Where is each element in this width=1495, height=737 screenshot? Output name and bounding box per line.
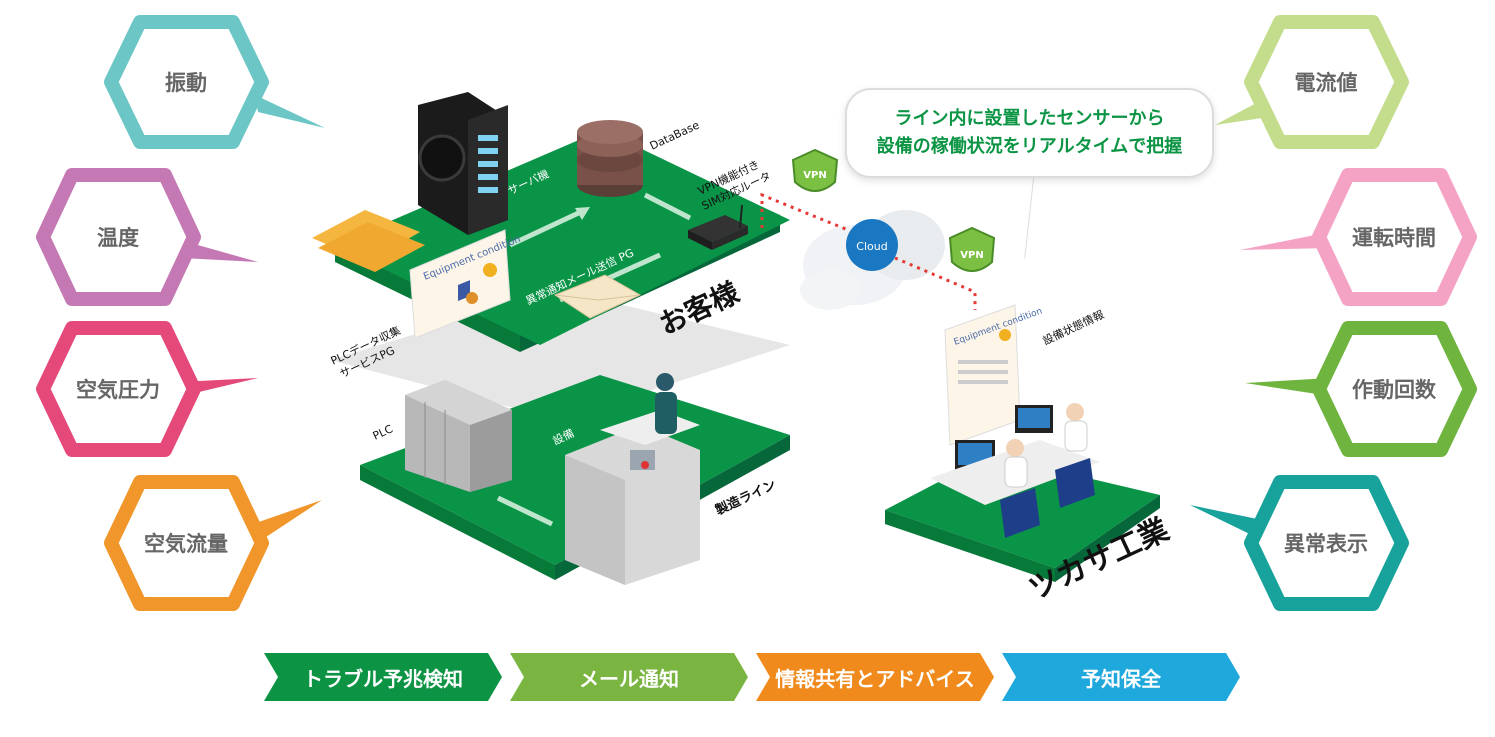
server-rack <box>418 92 508 235</box>
step-label-2: メール通知 <box>579 666 679 691</box>
manufacturing-equipment <box>565 410 700 585</box>
office-workers <box>930 403 1100 538</box>
cloud-label: Cloud <box>856 240 887 253</box>
hex-label-operation-count: 作動回数 <box>1352 378 1437 402</box>
factory-worker <box>655 373 677 434</box>
hex-vibration: 振動 <box>104 15 325 149</box>
bubble-line-2: 設備の稼働状況をリアルタイムで把握 <box>876 136 1183 157</box>
process-steps: トラブル予兆検知 メール通知 情報共有とアドバイス 予知保全 <box>264 653 1244 701</box>
hex-label-abnormal-display: 異常表示 <box>1284 532 1368 556</box>
hex-current: 電流値 <box>1215 15 1409 149</box>
speech-bubble: ライン内に設置したセンサーから 設備の稼働状況をリアルタイムで把握 <box>845 88 1214 178</box>
folder-icon <box>312 210 425 272</box>
hex-label-air-pressure: 空気圧力 <box>76 378 160 402</box>
speech-bubble-tail <box>1010 170 1034 260</box>
vpn-label-1: VPN <box>803 170 826 181</box>
mail-icon <box>553 274 642 319</box>
step-info-sharing: 情報共有とアドバイス <box>756 653 994 701</box>
step-predictive-maintenance: 予知保全 <box>1002 653 1240 701</box>
step-mail-notification: メール通知 <box>510 653 748 701</box>
database-icon <box>577 120 643 197</box>
vpn-connection-lines <box>760 192 977 310</box>
vpn-shield-1: VPN <box>791 148 839 192</box>
hex-label-current: 電流値 <box>1295 71 1358 95</box>
vpn-label-2: VPN <box>960 250 983 261</box>
step-label-4: 予知保全 <box>1081 666 1161 691</box>
vpn-shield-2: VPN <box>948 226 996 272</box>
status-info-label: 設備状態情報 <box>1040 307 1106 348</box>
database-label: DataBase <box>648 118 702 152</box>
hex-air-pressure: 空気圧力 <box>36 321 258 457</box>
plc-label: PLC <box>371 422 395 443</box>
hex-label-air-flow: 空気流量 <box>144 532 228 556</box>
hex-temperature: 温度 <box>36 168 258 306</box>
hex-label-vibration: 振動 <box>165 71 207 95</box>
step-label-3: 情報共有とアドバイス <box>775 666 975 691</box>
hex-air-flow: 空気流量 <box>104 475 322 611</box>
hex-operation-count: 作動回数 <box>1245 321 1477 457</box>
hex-label-operating-time: 運転時間 <box>1352 226 1436 250</box>
cloud-icon: Cloud <box>800 210 945 310</box>
plc-cabinets <box>405 380 512 492</box>
bubble-line-1: ライン内に設置したセンサーから <box>894 108 1165 129</box>
router-icon <box>688 204 748 250</box>
hex-operating-time: 運転時間 <box>1240 168 1477 306</box>
flow-arrow-lower <box>496 495 554 527</box>
step-label-1: トラブル予兆検知 <box>303 666 463 691</box>
hex-label-temperature: 温度 <box>97 226 139 250</box>
hex-abnormal-display: 異常表示 <box>1190 475 1409 611</box>
step-trouble-detection: トラブル予兆検知 <box>264 653 502 701</box>
